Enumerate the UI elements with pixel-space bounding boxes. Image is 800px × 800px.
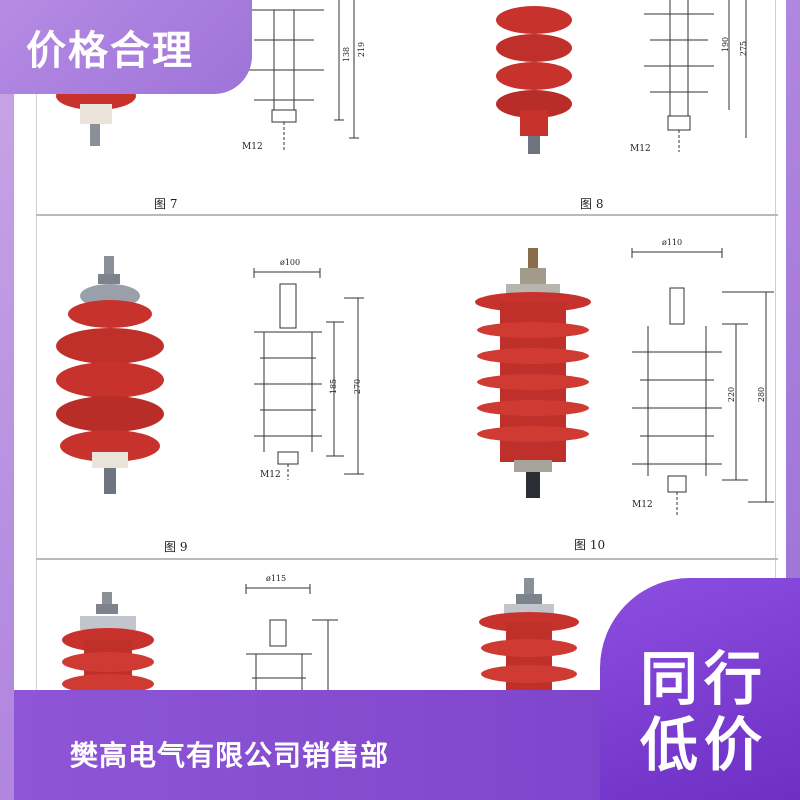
sheet-left-border xyxy=(36,0,37,700)
fig9-diameter: ø100 xyxy=(280,258,301,267)
arrester-photo-fig12 xyxy=(474,578,584,698)
fig7-caption: 图 7 xyxy=(154,197,178,211)
arrester-drawing-fig7: 138 219 M12 xyxy=(214,0,414,160)
fig7-dim-outer: 219 xyxy=(357,41,367,58)
arrester-drawing-fig8: 190 275 M12 xyxy=(614,0,774,160)
fig10-thread-label: M12 xyxy=(632,500,653,510)
arrester-photo-fig11 xyxy=(58,592,158,700)
row-divider-2 xyxy=(36,558,778,560)
fig9-dim-outer: 270 xyxy=(353,378,363,395)
arrester-drawing-fig11: ø115 xyxy=(228,574,368,700)
fig8-dim-outer: 275 xyxy=(739,40,749,57)
fig10-diameter: ø110 xyxy=(662,238,683,247)
arrester-drawing-fig9: ø100 185 270 M12 xyxy=(234,258,374,482)
promo-line-2: 低价 xyxy=(640,711,769,779)
arrester-photo-fig10 xyxy=(470,248,600,508)
arrester-photo-fig8 xyxy=(474,0,594,160)
fig9-caption: 图 9 xyxy=(164,540,188,554)
company-name: 樊高电气有限公司销售部 xyxy=(70,739,390,772)
fig7-thread-label: M12 xyxy=(242,142,263,152)
fig10-dim-inner: 220 xyxy=(727,386,737,403)
catalog-sheet: 138 219 M12 图 7 190 275 M12 图 8 xyxy=(14,0,786,700)
row-divider-1 xyxy=(36,214,778,216)
fig8-caption: 图 8 xyxy=(580,197,604,211)
fig10-caption: 图 10 xyxy=(574,538,606,552)
fig9-dim-inner: 185 xyxy=(329,378,339,395)
arrester-drawing-fig10: ø110 220 280 M12 xyxy=(618,238,784,520)
promo-badge xyxy=(600,578,800,800)
price-badge-text: 价格合理 xyxy=(26,28,194,74)
sheet-right-border xyxy=(775,0,776,700)
price-badge: 价格合理 xyxy=(0,0,252,94)
fig10-dim-outer: 280 xyxy=(757,386,767,403)
fig7-dim-inner: 138 xyxy=(342,46,352,63)
arrester-photo-fig9 xyxy=(50,256,170,506)
fig8-thread-label: M12 xyxy=(630,144,651,154)
promo-line-1: 同行 xyxy=(640,645,769,713)
fig11-diameter: ø115 xyxy=(266,574,287,583)
fig8-dim-inner: 190 xyxy=(721,36,731,53)
fig9-thread-label: M12 xyxy=(260,470,281,480)
